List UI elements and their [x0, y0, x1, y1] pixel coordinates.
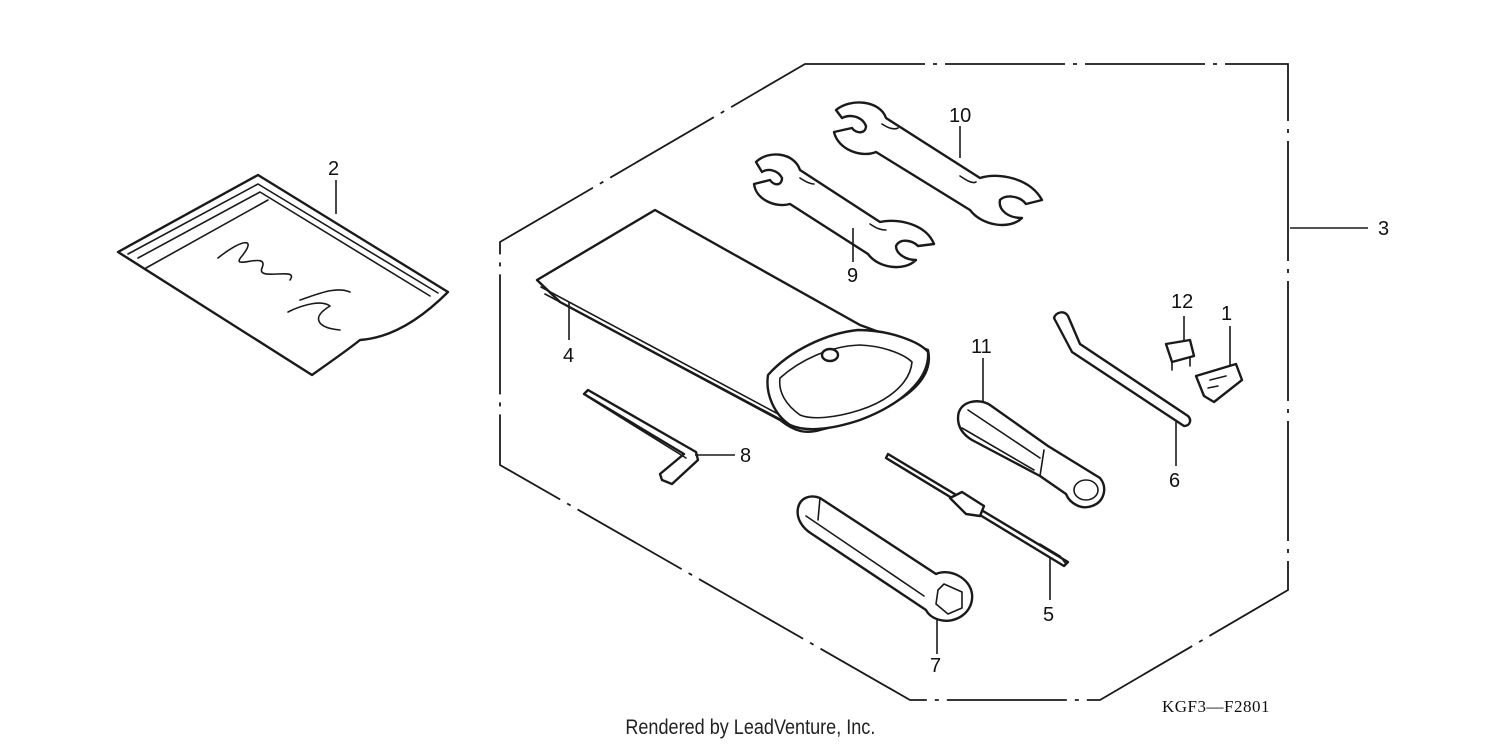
plug-wrench [796, 495, 974, 622]
callout-8: 8 [740, 445, 751, 467]
rod [1052, 311, 1192, 428]
fuse [1164, 338, 1196, 371]
callout-7: 7 [930, 655, 941, 677]
screwdriver-shaft [884, 452, 1070, 568]
callout-labels: 1 2 3 4 5 6 7 8 9 10 11 12 [328, 105, 1389, 677]
render-credit-text: Rendered by LeadVenture, Inc. [624, 716, 876, 739]
callout-10: 10 [949, 105, 971, 127]
wrench-small [752, 153, 936, 269]
render-credit: Rendered by LeadVenture, Inc. [0, 716, 1500, 740]
hex-key [582, 388, 700, 486]
callout-1: 1 [1221, 303, 1232, 325]
callout-11: 11 [971, 336, 992, 358]
diagram-code: KGF3—F2801 [1162, 697, 1270, 716]
tool-pouch [535, 208, 931, 434]
callout-5: 5 [1043, 604, 1054, 626]
screwdriver-handle [956, 400, 1106, 509]
callout-2: 2 [328, 158, 339, 180]
kit-boundary [499, 63, 1289, 701]
callout-12: 12 [1171, 291, 1193, 313]
callout-4: 4 [563, 345, 574, 367]
fuse-puller [1194, 362, 1244, 404]
wrench-large [832, 101, 1044, 227]
leader-lines [335, 126, 1368, 654]
callout-3: 3 [1378, 218, 1389, 240]
callout-9: 9 [847, 265, 858, 287]
document-bag [116, 173, 450, 377]
callout-6: 6 [1169, 470, 1180, 492]
